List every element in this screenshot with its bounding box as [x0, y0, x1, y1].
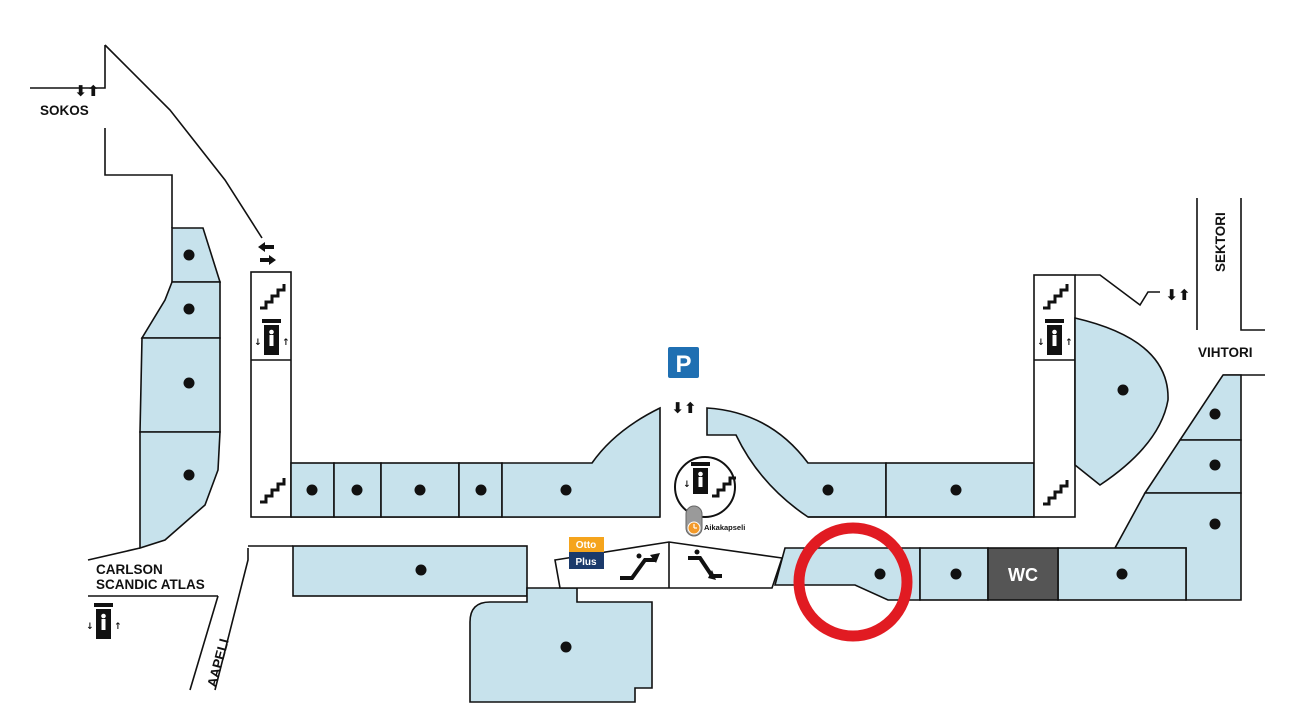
- stairs-icon[interactable]: [1043, 284, 1069, 310]
- updown-arrows-icon: ⬇⬆: [74, 82, 99, 100]
- atm-icon[interactable]: Otto Plus: [569, 537, 604, 569]
- shop-unit[interactable]: [171, 227, 222, 283]
- escalator-up-icon[interactable]: [620, 553, 660, 580]
- left-units: [87, 227, 222, 561]
- svg-text:↓: ↓: [86, 622, 94, 632]
- upper-middle-units: [290, 406, 661, 518]
- wc-label: WC: [1008, 565, 1038, 585]
- svg-text:↑: ↑: [114, 622, 122, 632]
- left-stair-corridor: [250, 271, 292, 518]
- svg-text:↓: ↓: [683, 480, 691, 490]
- shop-unit[interactable]: [706, 407, 887, 518]
- svg-text:↓: ↓: [1037, 338, 1045, 348]
- stairs-icon[interactable]: [1043, 480, 1069, 506]
- central-escalator-area: [554, 541, 784, 589]
- time-capsule-icon[interactable]: [685, 505, 703, 537]
- shop-unit[interactable]: [139, 337, 221, 433]
- aapeli-label: AAPELI: [204, 637, 231, 689]
- upper-right-units: [706, 407, 1035, 518]
- shop-unit[interactable]: [1178, 374, 1242, 441]
- lower-right-units: [773, 547, 1187, 601]
- stairs-icon[interactable]: [260, 284, 286, 310]
- shop-unit[interactable]: [140, 281, 221, 339]
- aikakapseli-label: Aikakapseli: [704, 523, 745, 532]
- svg-text:↓: ↓: [254, 338, 262, 348]
- shop-unit[interactable]: [139, 431, 221, 550]
- plus-label: Plus: [575, 557, 597, 568]
- shop-unit[interactable]: [292, 545, 528, 597]
- updown-arrows-icon: ⬇⬆: [1165, 286, 1190, 304]
- stairs-icon[interactable]: [260, 478, 286, 504]
- otto-label: Otto: [576, 540, 597, 551]
- sektori-label: SEKTORI: [1213, 212, 1228, 272]
- leftright-arrows-icon: [258, 242, 276, 265]
- svg-text:↑: ↑: [282, 338, 290, 348]
- wc-icon[interactable]: WC: [987, 547, 1059, 601]
- parking-label: P: [675, 351, 691, 378]
- vihtori-label: VIHTORI: [1198, 345, 1253, 360]
- parking-icon[interactable]: P: [668, 347, 699, 378]
- updown-arrows-icon: ⬇⬆: [671, 399, 696, 417]
- elevator-icon[interactable]: ↓: [674, 456, 736, 518]
- highlight-circle: [793, 522, 913, 642]
- svg-text:↑: ↑: [1065, 338, 1073, 348]
- carlson-label: CARLSON: [96, 562, 163, 577]
- elevator-icon[interactable]: ↓ ↑: [1037, 319, 1073, 355]
- lower-left-units: [88, 545, 653, 703]
- shop-unit[interactable]: [1143, 439, 1242, 494]
- elevator-icon[interactable]: ↓ ↑: [86, 603, 122, 639]
- sokos-label: SOKOS: [40, 103, 89, 118]
- elevator-icon[interactable]: ↓ ↑: [254, 319, 290, 355]
- shop-unit[interactable]: [501, 406, 661, 518]
- escalator-down-icon[interactable]: [688, 549, 722, 581]
- shop-unit[interactable]: [1074, 316, 1169, 486]
- sokos-corridor: [30, 44, 263, 239]
- far-right-units: [1113, 374, 1242, 601]
- scandic-atlas-label: SCANDIC ATLAS: [96, 577, 205, 592]
